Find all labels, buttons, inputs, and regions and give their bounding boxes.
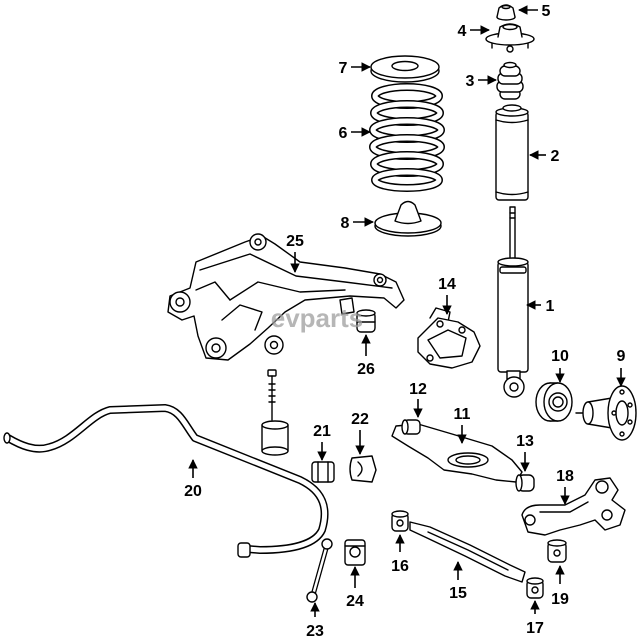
callout-label[interactable]: 11 (454, 406, 471, 423)
callout-label[interactable]: 5 (542, 3, 551, 20)
part-lateral-link (409, 521, 526, 583)
callout-label[interactable]: 2 (551, 148, 560, 165)
part-wheel-hub (575, 385, 637, 441)
callout-2[interactable]: 2 (529, 148, 560, 165)
part-link-bushing (344, 539, 366, 566)
callout-label[interactable]: 7 (339, 60, 348, 77)
callout-3[interactable]: 3 (466, 73, 497, 90)
callout-label[interactable]: 17 (526, 620, 544, 637)
part-top-cap (496, 4, 516, 21)
callout-26[interactable]: 26 (357, 334, 375, 378)
callout-5[interactable]: 5 (518, 3, 551, 20)
callout-10[interactable]: 10 (551, 348, 569, 383)
callout-label[interactable]: 12 (409, 381, 427, 398)
part-lateral-link-bushing-inner (391, 510, 409, 532)
part-stabilizer-link (306, 538, 333, 603)
callout-label[interactable]: 25 (286, 233, 304, 250)
part-stabilizer-bracket (349, 455, 377, 483)
callout-label[interactable]: 6 (339, 125, 348, 142)
callout-label[interactable]: 13 (516, 433, 534, 450)
callout-label[interactable]: 1 (546, 298, 555, 315)
part-stabilizer-bar (3, 404, 329, 558)
callout-label[interactable]: 4 (458, 23, 467, 40)
callout-6[interactable]: 6 (339, 125, 371, 142)
callout-18[interactable]: 18 (556, 468, 574, 505)
callout-16[interactable]: 16 (391, 534, 409, 575)
callout-label[interactable]: 16 (391, 558, 409, 575)
callout-label[interactable]: 10 (551, 348, 569, 365)
part-coil-spring (369, 83, 445, 192)
watermark-logo: evparts (271, 303, 364, 333)
part-lateral-link-bushing-outer (526, 577, 544, 599)
part-wheel-bearing (535, 382, 573, 422)
callout-9[interactable]: 9 (616, 348, 626, 387)
callout-label[interactable]: 9 (617, 348, 626, 365)
part-shock-absorber (497, 206, 529, 398)
part-stud-bolt (267, 369, 277, 421)
callout-label[interactable]: 15 (449, 585, 467, 602)
callout-8[interactable]: 8 (341, 215, 374, 232)
part-subframe (167, 233, 405, 361)
part-subframe-bushing (356, 309, 376, 333)
callout-label[interactable]: 19 (551, 591, 569, 608)
callout-17[interactable]: 17 (526, 600, 544, 637)
part-stabilizer-bushing (311, 461, 335, 483)
callout-24[interactable]: 24 (346, 566, 364, 610)
callout-label[interactable]: 26 (357, 361, 375, 378)
callout-label[interactable]: 24 (346, 593, 364, 610)
callout-22[interactable]: 22 (351, 411, 369, 455)
callout-15[interactable]: 15 (449, 561, 467, 602)
part-jounce-bumper (496, 61, 524, 100)
callout-12[interactable]: 12 (409, 381, 427, 418)
callout-7[interactable]: 7 (339, 60, 371, 77)
callout-11[interactable]: 11 (454, 406, 471, 444)
callout-23[interactable]: 23 (306, 602, 324, 639)
callout-label[interactable]: 18 (556, 468, 574, 485)
callout-13[interactable]: 13 (516, 433, 534, 472)
callout-label[interactable]: 20 (184, 483, 202, 500)
callout-19[interactable]: 19 (551, 565, 569, 608)
callout-4[interactable]: 4 (458, 23, 490, 40)
part-arm-bushing-front (401, 419, 421, 435)
part-upper-spring-seat (370, 55, 440, 83)
part-knuckle (521, 477, 626, 536)
callout-label[interactable]: 14 (438, 276, 456, 293)
callout-label[interactable]: 3 (466, 73, 475, 90)
callout-label[interactable]: 8 (341, 215, 350, 232)
callout-20[interactable]: 20 (184, 459, 202, 500)
part-mount-bushing (261, 420, 289, 456)
part-dust-boot (495, 104, 529, 201)
part-arm-bushing-rear (515, 474, 535, 492)
callout-label[interactable]: 22 (351, 411, 369, 428)
part-differential-mount (417, 307, 481, 369)
callout-1[interactable]: 1 (526, 298, 555, 315)
callout-25[interactable]: 25 (286, 233, 304, 273)
part-knuckle-bushing (547, 539, 567, 563)
part-lower-spring-pad (374, 200, 442, 237)
part-strut-mount (485, 23, 535, 53)
callout-label[interactable]: 23 (306, 623, 324, 639)
callout-21[interactable]: 21 (313, 423, 331, 461)
callout-label[interactable]: 21 (313, 423, 331, 440)
callout-14[interactable]: 14 (438, 276, 456, 315)
